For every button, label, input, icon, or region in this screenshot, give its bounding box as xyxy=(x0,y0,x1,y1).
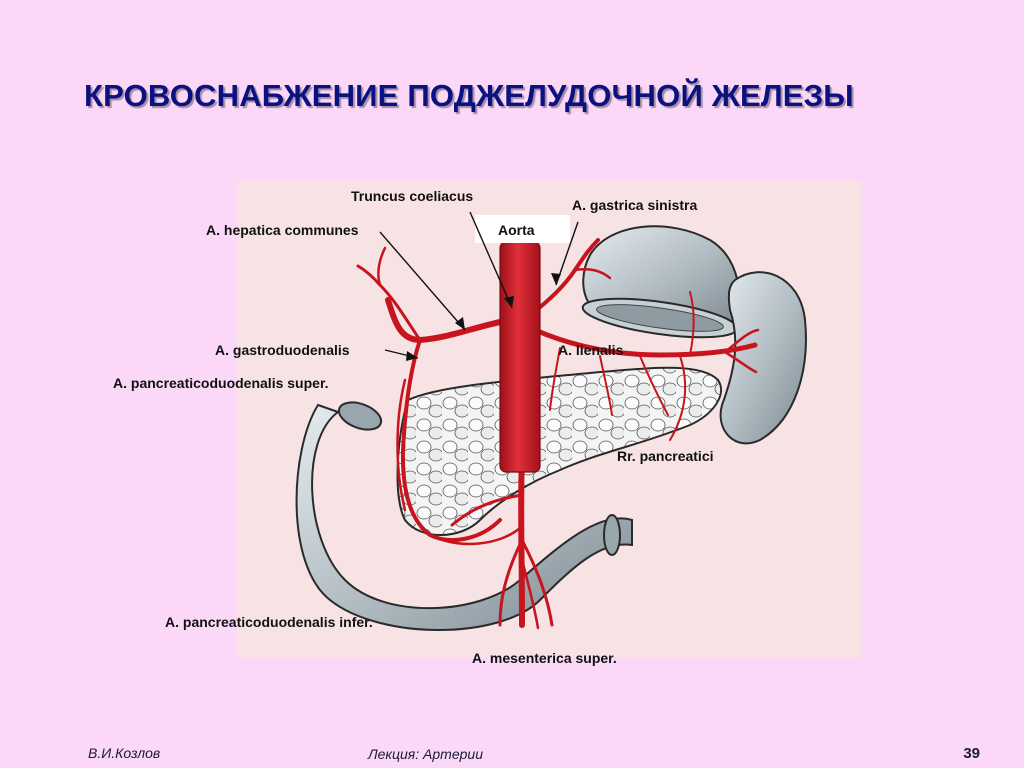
label-rr-pancreatici: Rr. pancreatici xyxy=(617,448,714,464)
label-gastrica-sinistra: A. gastrica sinistra xyxy=(572,197,698,213)
pancreas xyxy=(396,366,723,536)
label-hepatica-communes: A. hepatica communes xyxy=(206,222,359,238)
spleen xyxy=(719,271,807,445)
duodenum xyxy=(295,401,633,631)
stomach xyxy=(581,225,741,339)
label-pancreaticoduodenalis-infer: A. pancreaticoduodenalis infer. xyxy=(165,614,373,630)
footer-author: В.И.Козлов xyxy=(88,745,161,761)
label-gastroduodenalis: A. gastroduodenalis xyxy=(215,342,350,358)
label-pancreaticoduodenalis-super: A. pancreaticoduodenalis super. xyxy=(113,375,329,391)
label-lienalis: A. lienalis xyxy=(558,342,624,358)
slide-title: КРОВОСНАБЖЕНИЕ ПОДЖЕЛУДОЧНОЙ ЖЕЛЕЗЫ xyxy=(84,78,854,113)
aorta-label-backdrop xyxy=(475,215,570,243)
footer-lecture: Лекция: Артерии xyxy=(368,746,483,762)
arteries xyxy=(356,238,760,630)
label-mesenterica-super: A. mesenterica super. xyxy=(472,650,617,666)
pointer-arrowheads xyxy=(406,273,561,361)
aorta-trunk xyxy=(499,241,541,473)
label-aorta: Aorta xyxy=(498,222,535,238)
label-truncus-coeliacus: Truncus coeliacus xyxy=(351,188,474,204)
page-number: 39 xyxy=(963,745,980,762)
